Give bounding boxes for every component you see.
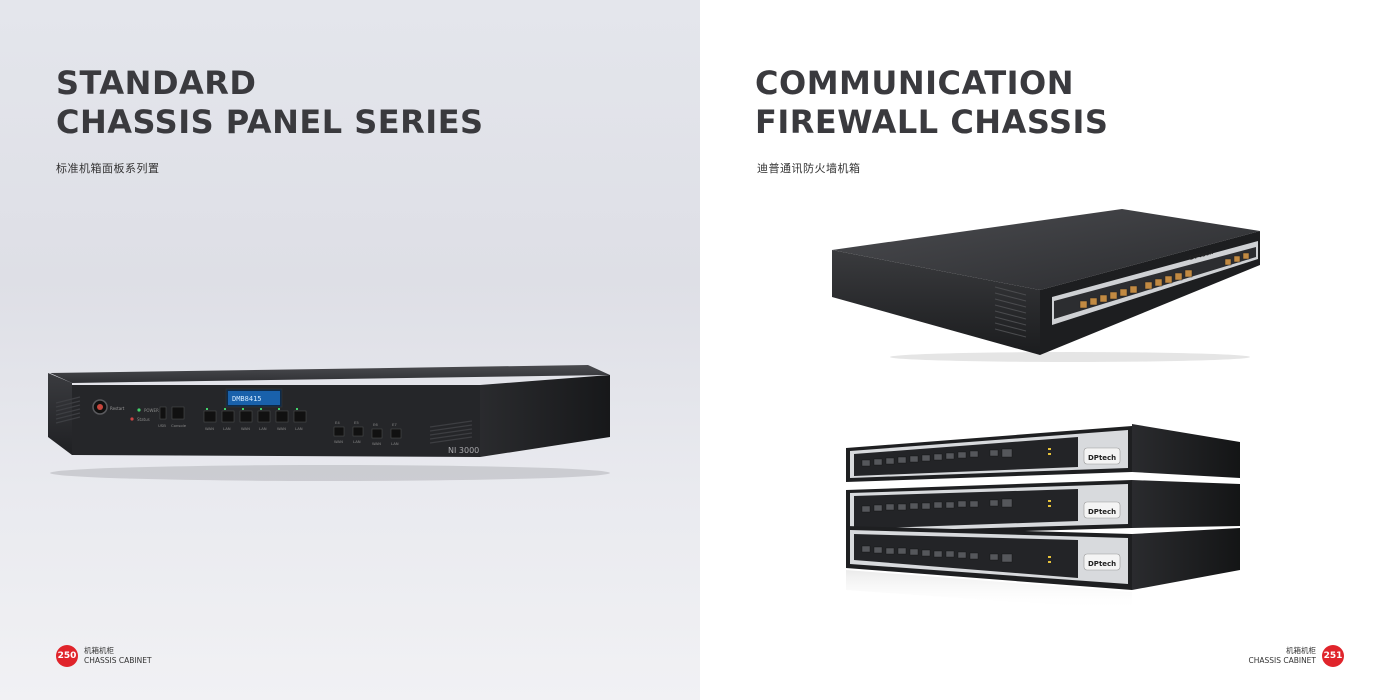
- port-type-label: WAN: [372, 441, 381, 446]
- status-label: Status: [137, 417, 150, 422]
- port-label: WAN: [205, 426, 214, 431]
- lcd-display-text: DMB8415: [232, 395, 262, 403]
- restart-label: Restart: [110, 406, 125, 411]
- standard-chassis-device: Restart POWER Status USB Console DMB8415: [40, 355, 640, 485]
- usb-label: USB: [158, 423, 166, 428]
- console-label: Console: [171, 423, 187, 428]
- standard-chassis-illustration: Restart POWER Status USB Console DMB8415: [48, 365, 610, 481]
- port-id-label: E4: [335, 420, 340, 425]
- dptech-logo: DPtech: [1088, 508, 1116, 516]
- power-label: POWER: [144, 408, 159, 413]
- port-label: LAN: [223, 426, 231, 431]
- port-label: WAN: [241, 426, 250, 431]
- firewall-stack-illustration: DPtech DPtech DPtech: [846, 424, 1240, 610]
- left-title-line1: STANDARD: [56, 64, 257, 102]
- right-title-line2: FIREWALL CHASSIS: [755, 103, 1109, 141]
- right-title-line1: COMMUNICATION: [755, 64, 1075, 102]
- model-label: NI 3000: [448, 446, 479, 455]
- right-page-title: COMMUNICATION FIREWALL CHASSIS: [755, 64, 1108, 142]
- left-page-folio: 250 机箱机柜 CHASSIS CABINET: [56, 645, 152, 667]
- firewall-device-stack: DPtech DPtech DPtech: [840, 420, 1260, 610]
- left-page-subtitle: 标准机箱面板系列置: [56, 162, 160, 175]
- dptech-logo: DPtech: [1088, 454, 1116, 462]
- footer-en: CHASSIS CABINET: [1248, 656, 1316, 665]
- firewall-device-top: DPtech: [830, 205, 1270, 365]
- footer-en: CHASSIS CABINET: [84, 656, 152, 665]
- footer-label: 机箱机柜 CHASSIS CABINET: [1248, 646, 1316, 666]
- right-page: COMMUNICATION FIREWALL CHASSIS 迪普通讯防火墙机箱: [700, 0, 1400, 700]
- footer-cn: 机箱机柜: [84, 646, 114, 655]
- port-label: LAN: [295, 426, 303, 431]
- dptech-logo: DPtech: [1088, 560, 1116, 568]
- footer-cn: 机箱机柜: [1286, 646, 1316, 655]
- page-number-badge: 250: [56, 645, 78, 667]
- left-page-title: STANDARD CHASSIS PANEL SERIES: [56, 64, 484, 142]
- port-id-label: E7: [392, 422, 397, 427]
- port-id-label: E6: [373, 422, 378, 427]
- port-label: WAN: [277, 426, 286, 431]
- port-type-label: LAN: [391, 441, 399, 446]
- right-page-subtitle: 迪普通讯防火墙机箱: [757, 162, 861, 175]
- page-number-badge: 251: [1322, 645, 1344, 667]
- left-title-line2: CHASSIS PANEL SERIES: [56, 103, 484, 141]
- port-type-label: LAN: [353, 439, 361, 444]
- port-id-label: E5: [354, 420, 359, 425]
- right-page-folio: 机箱机柜 CHASSIS CABINET 251: [1248, 645, 1344, 667]
- firewall-chassis-illustration: DPtech: [832, 209, 1260, 362]
- port-label: LAN: [259, 426, 267, 431]
- port-type-label: WAN: [334, 439, 343, 444]
- footer-label: 机箱机柜 CHASSIS CABINET: [84, 646, 152, 666]
- left-page: STANDARD CHASSIS PANEL SERIES 标准机箱面板系列置: [0, 0, 700, 700]
